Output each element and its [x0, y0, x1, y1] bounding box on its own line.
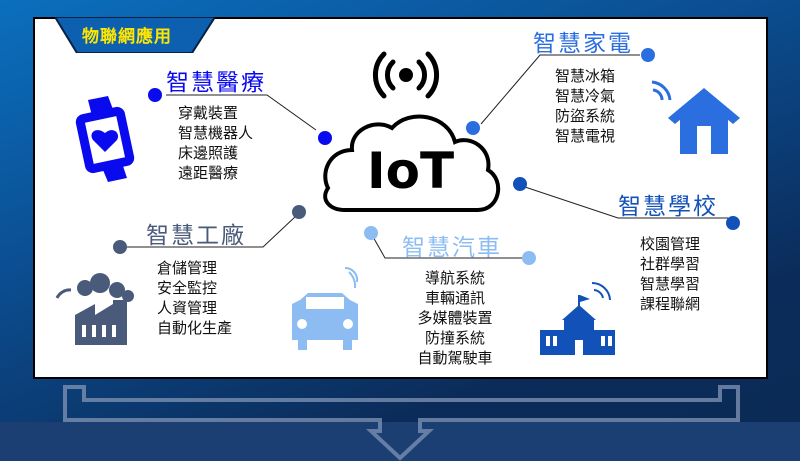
list-item: 社群學習	[640, 255, 701, 273]
category-title-factory: 智慧工廠	[146, 223, 246, 249]
list-item: 智慧冷氣	[555, 87, 616, 105]
list-item: 校園管理	[640, 235, 701, 253]
list-item: 導航系統	[424, 269, 485, 287]
car-icon	[292, 266, 359, 350]
list-medical: 穿戴裝置 智慧機器人 床邊照護 遠距醫療	[178, 103, 253, 183]
list-item: 智慧電視	[555, 127, 616, 145]
category-title-medical: 智慧醫療	[166, 70, 266, 96]
dots	[113, 48, 740, 265]
list-item: 防撞系統	[424, 329, 485, 347]
bottom-band	[0, 422, 800, 461]
list-appliance: 智慧冰箱 智慧冷氣 防盜系統 智慧電視	[555, 66, 615, 146]
list-car: 導航系統 車輛通訊 多媒體裝置 防撞系統 自動駕駛車	[410, 268, 500, 368]
list-item: 課程聯網	[640, 295, 701, 313]
smartwatch-icon	[75, 96, 135, 182]
list-item: 車輛通訊	[424, 289, 485, 307]
list-school: 校園管理 社群學習 智慧學習 課程聯網	[640, 234, 700, 314]
list-item: 穿戴裝置	[178, 104, 239, 122]
category-title-car: 智慧汽車	[402, 235, 502, 261]
title-tag	[55, 17, 215, 53]
category-title-appliance: 智慧家電	[533, 31, 633, 57]
wifi-signal-icon	[372, 51, 440, 99]
list-item: 防盜系統	[555, 107, 616, 125]
school-icon	[540, 281, 615, 355]
iot-label: IoT	[367, 142, 455, 200]
list-item: 自動化生產	[157, 319, 233, 337]
list-item: 智慧學習	[640, 275, 701, 293]
list-item: 智慧機器人	[178, 124, 254, 142]
cloud-icon	[323, 114, 501, 212]
down-arrow-bracket	[63, 385, 740, 461]
list-item: 床邊照護	[178, 144, 239, 162]
page-title: 物聯網應用	[82, 27, 172, 47]
factory-icon	[55, 273, 134, 345]
list-item: 多媒體裝置	[417, 309, 493, 327]
list-item: 人資管理	[157, 299, 218, 317]
list-item: 遠距醫療	[178, 164, 239, 182]
list-item: 智慧冰箱	[555, 67, 616, 85]
list-factory: 倉儲管理 安全監控 人資管理 自動化生產	[157, 258, 232, 338]
list-item: 倉儲管理	[157, 259, 218, 277]
list-item: 安全監控	[157, 279, 218, 297]
list-item: 自動駕駛車	[417, 349, 493, 367]
category-title-school: 智慧學校	[618, 194, 718, 220]
house-icon	[651, 80, 740, 154]
